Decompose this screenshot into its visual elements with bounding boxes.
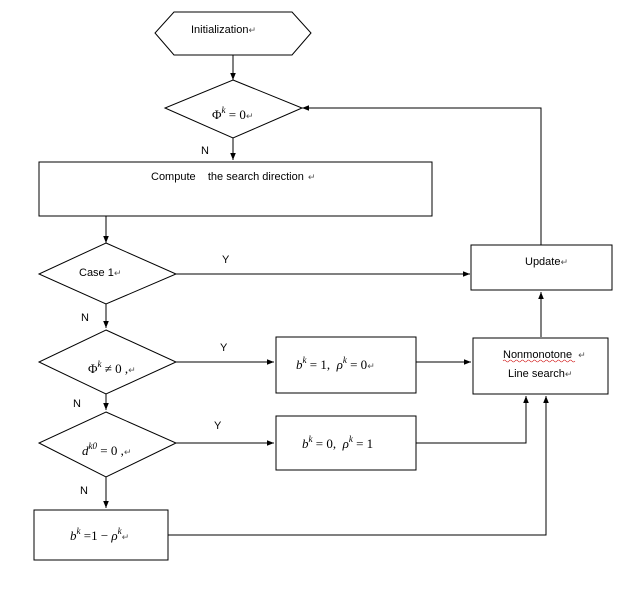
edge-b0-to-linesearch — [416, 396, 529, 444]
node-b1-rho0: bk = 1, ρk = 0↵ — [275, 336, 417, 394]
label-phi-ne-no: N — [73, 398, 81, 410]
node-initialization: Initialization↵ — [154, 11, 312, 56]
svg-text:dk0 = 0 ,↵: dk0 = 0 ,↵ — [82, 441, 131, 458]
svg-text:Φk ≠ 0 ,↵: Φk ≠ 0 ,↵ — [88, 359, 136, 376]
svg-text:bk = 0, ρk = 1: bk = 0, ρk = 1 — [302, 434, 373, 451]
label-phi-no: N — [201, 145, 209, 157]
edge-labels: N Y N Y N Y N — [73, 145, 230, 497]
svg-text:Φk = 0↵: Φk = 0↵ — [212, 105, 253, 122]
node-b0-rho1: bk = 0, ρk = 1 — [275, 415, 417, 471]
node-d-check: dk0 = 0 ,↵ — [37, 411, 178, 478]
svg-text:Compute the search directio: Compute the search direction↵ — [151, 171, 315, 183]
edges — [103, 55, 549, 536]
node-b-formula: bk =1 − ρk↵ — [33, 509, 169, 561]
label-phi-ne-yes: Y — [220, 342, 228, 354]
edge-update-to-phi — [302, 105, 542, 245]
label-d-yes: Y — [214, 420, 222, 432]
node-line-search: Nonmonotone↵ Line search↵ — [472, 337, 609, 395]
node-compute-direction: Compute the search direction↵ — [38, 161, 433, 217]
svg-text:Case 1↵: Case 1↵ — [79, 267, 121, 279]
svg-text:bk =1 − ρk↵: bk =1 − ρk↵ — [70, 526, 129, 543]
label-d-no: N — [80, 485, 88, 497]
node-phi-ne: Φk ≠ 0 ,↵ — [37, 329, 178, 395]
label-case1-no: N — [81, 312, 89, 324]
svg-text:Update↵: Update↵ — [525, 256, 568, 268]
svg-text:Line search↵: Line search↵ — [508, 368, 572, 380]
label-case1-yes: Y — [222, 254, 230, 266]
svg-text:Nonmonotone↵: Nonmonotone↵ — [503, 349, 586, 361]
node-case1: Case 1↵ — [37, 242, 178, 305]
node-phi-check: Φk = 0↵ — [163, 79, 304, 139]
svg-text:Initialization↵: Initialization↵ — [191, 24, 256, 36]
node-update: Update↵ — [470, 244, 613, 291]
svg-text:bk = 1, ρk = 0↵: bk = 1, ρk = 0↵ — [296, 355, 375, 372]
edge-bformula-to-linesearch — [168, 396, 549, 536]
spellcheck-underline — [502, 359, 576, 363]
